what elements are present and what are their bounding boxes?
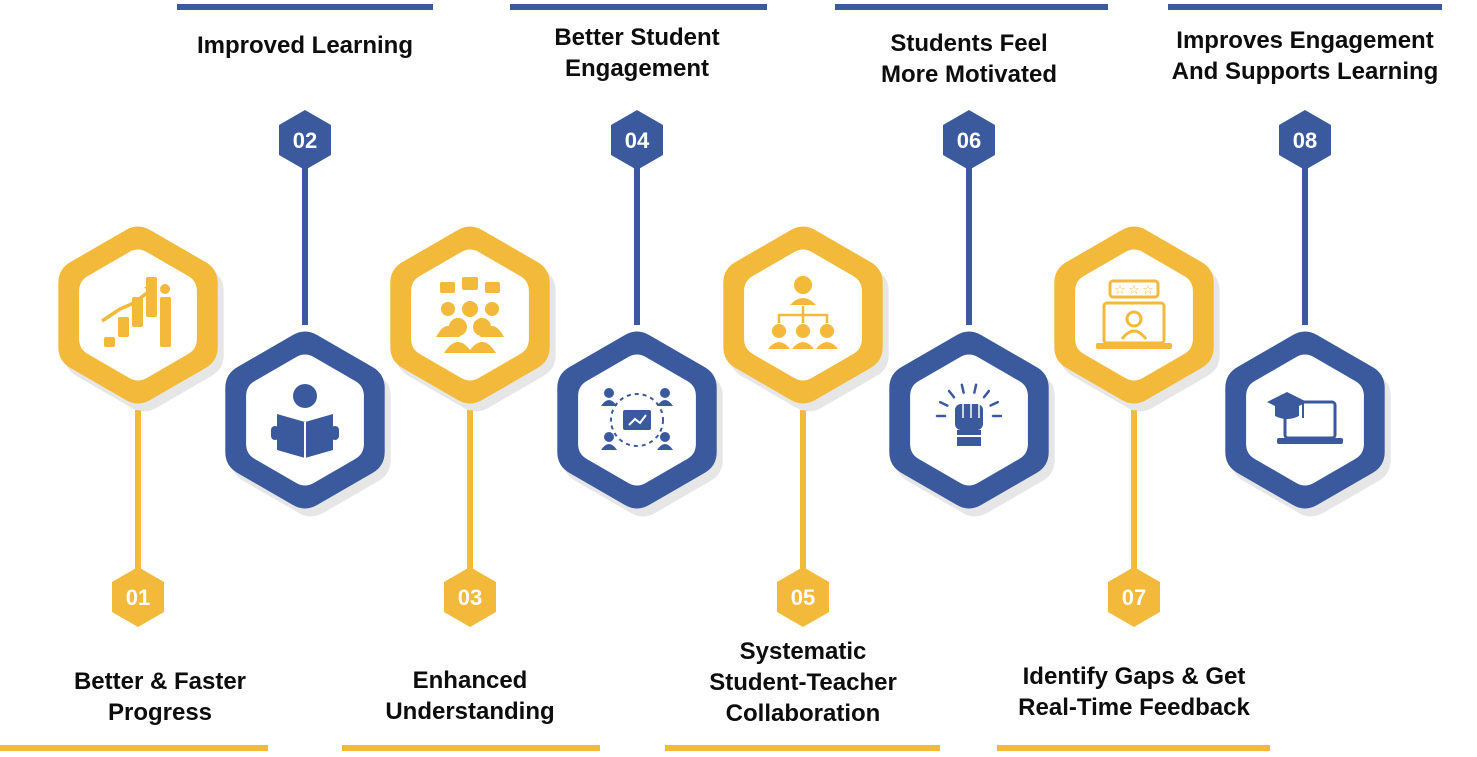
step-label-line: Student-Teacher [643, 667, 963, 698]
step-number: 03 [458, 585, 482, 610]
step-number: 07 [1122, 585, 1146, 610]
step-label-line: Students Feel [809, 28, 1129, 59]
step-label-line: Systematic [643, 636, 963, 667]
step-label-line: Better Student [477, 22, 797, 53]
accent-bar [0, 745, 268, 751]
step-label-line: Understanding [310, 696, 630, 727]
step-label: Improved Learning [145, 30, 465, 61]
step-label-line: Improved Learning [145, 30, 465, 61]
step-label-line: Better & Faster [0, 666, 320, 697]
accent-bar [510, 4, 767, 10]
svg-text:☆: ☆ [1142, 283, 1154, 298]
step-number: 05 [791, 585, 815, 610]
accent-bar [1168, 4, 1442, 10]
step-label-line: Identify Gaps & Get [974, 661, 1294, 692]
step-number: 06 [957, 128, 981, 153]
svg-text:☆: ☆ [1128, 283, 1140, 298]
step-number: 08 [1293, 128, 1317, 153]
step-label-line: Real-Time Feedback [974, 692, 1294, 723]
step-label-line: More Motivated [809, 59, 1129, 90]
step-number: 01 [126, 585, 150, 610]
svg-text:☆: ☆ [1114, 283, 1126, 298]
step-label-line: And Supports Learning [1145, 56, 1465, 87]
step-number: 02 [293, 128, 317, 153]
accent-bar [342, 745, 600, 751]
step-label-line: Enhanced [310, 665, 630, 696]
step-02: 02 [177, 4, 433, 517]
accent-bar [665, 745, 940, 751]
step-label-line: Progress [0, 697, 320, 728]
accent-bar [835, 4, 1108, 10]
accent-bar [177, 4, 433, 10]
step-number: 04 [625, 128, 650, 153]
step-label-line: Collaboration [643, 698, 963, 729]
accent-bar [997, 745, 1270, 751]
step-label-line: Improves Engagement [1145, 25, 1465, 56]
step-label-line: Engagement [477, 53, 797, 84]
